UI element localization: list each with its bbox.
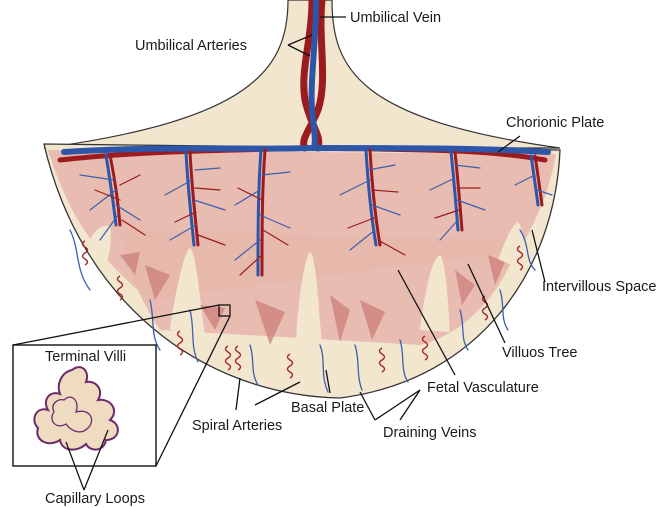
label-basal-plate: Basal Plate	[291, 400, 364, 416]
label-capillary-loops: Capillary Loops	[45, 491, 145, 507]
label-fetal-vasculature: Fetal Vasculature	[427, 380, 539, 396]
label-umbilical-vein: Umbilical Vein	[350, 10, 441, 26]
label-umbilical-arteries: Umbilical Arteries	[135, 38, 247, 54]
label-intervillous-space: Intervillous Space	[542, 279, 656, 295]
label-villous-tree: Villuos Tree	[502, 345, 578, 361]
label-chorionic-plate: Chorionic Plate	[506, 115, 604, 131]
label-spiral-arteries: Spiral Arteries	[192, 418, 282, 434]
label-draining-veins: Draining Veins	[383, 425, 477, 441]
label-terminal-villi: Terminal Villi	[45, 349, 126, 365]
